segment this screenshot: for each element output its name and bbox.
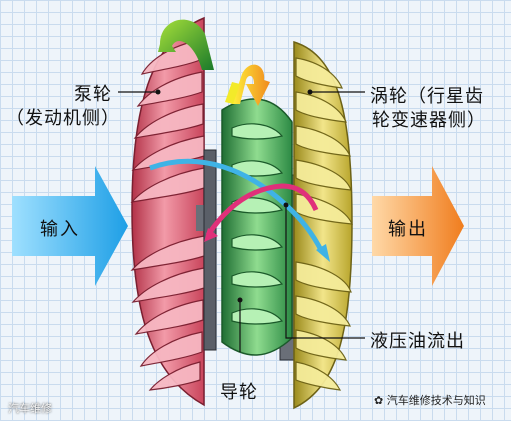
flow-magenta [204,183,319,242]
flow-blue [149,158,330,262]
stator-rotation-arrow [225,64,270,106]
turbine-sublabel: 轮变速器侧） [372,110,486,131]
oil-outflow-leader [285,205,365,339]
pump-label: 泵轮 [74,84,112,105]
stator-leader-dot [237,297,243,303]
output-arrow [372,166,464,286]
watermark-right-text: 汽车维修技术与知识 [386,394,486,407]
turbine-wheel [293,40,353,410]
input-label: 输入 [40,219,80,240]
turbine-label: 涡轮（行星齿 [370,86,484,107]
leader-lines [118,91,365,352]
watermark-left: 汽车维修 [8,402,52,415]
pump-sublabel: （发动机侧） [6,108,120,129]
pump-leader-dot [155,89,161,95]
pump-wheel [130,16,208,407]
watermark-right: ✿ 汽车维修技术与知识 [374,392,486,408]
stator-label: 导轮 [220,382,258,403]
wechat-icon: ✿ [374,394,384,407]
stator [221,98,293,356]
pump-rotation-arrow [158,19,214,70]
turbine-leader-dot [307,89,313,95]
oil-outflow-label: 液压油流出 [370,331,465,352]
output-label: 输出 [388,219,428,240]
oil-leader-dot [283,202,289,208]
input-arrow [12,166,128,286]
